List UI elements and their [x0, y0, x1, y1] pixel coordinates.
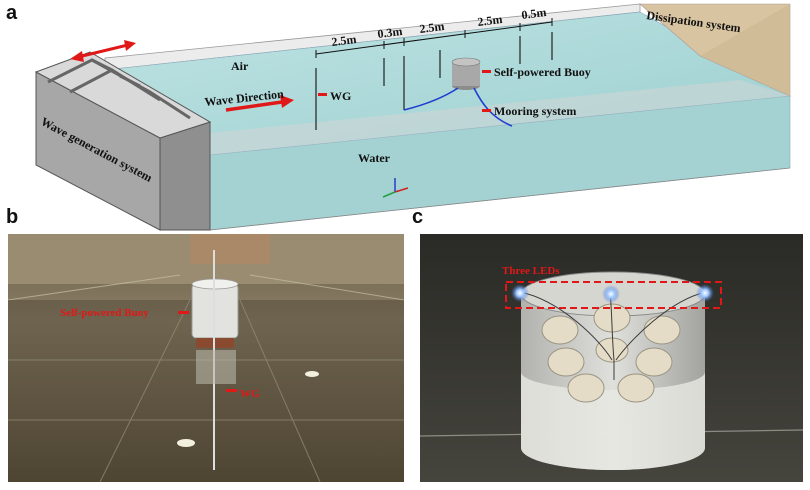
panel-label-c: c: [412, 206, 424, 228]
buoy-label-a: Self-powered Buoy: [494, 65, 591, 79]
leds-highlight-box: [505, 281, 722, 309]
dimension-line: [315, 18, 553, 58]
panel-label-a: a: [6, 2, 18, 24]
panel-a-diagram: [34, 3, 791, 231]
distance-label-5: 0.5m: [521, 5, 548, 22]
panel-label-b: b: [6, 206, 19, 228]
panel-c-photo: [419, 234, 804, 482]
distance-label-1: 2.5m: [331, 32, 358, 49]
wg-label-b: WG: [240, 388, 260, 400]
distance-label-3: 2.5m: [419, 19, 446, 36]
buoy-label-b: Self-powered Buoy: [60, 307, 149, 319]
wave-gauges: [315, 32, 553, 130]
leds-label: Three LEDs: [502, 265, 560, 277]
tank-front-rim: [160, 80, 790, 155]
water-label: Water: [358, 151, 391, 165]
buoy-model: [451, 57, 481, 90]
panel-b-photo: [7, 234, 405, 483]
wave-generator-frame: [47, 58, 191, 120]
generator-motion-arrow: [70, 40, 136, 62]
distance-label-2: 0.3m: [377, 24, 404, 41]
mooring-label: Mooring system: [494, 104, 576, 118]
wave-generation-box-side: [159, 121, 211, 231]
coordinate-axes: [382, 178, 409, 198]
pointer-markers: [318, 70, 491, 112]
air-label: Air: [231, 59, 249, 73]
wg-label-a: WG: [330, 89, 351, 103]
wave-direction-arrow: [225, 95, 294, 112]
distance-label-4: 2.5m: [477, 12, 504, 29]
